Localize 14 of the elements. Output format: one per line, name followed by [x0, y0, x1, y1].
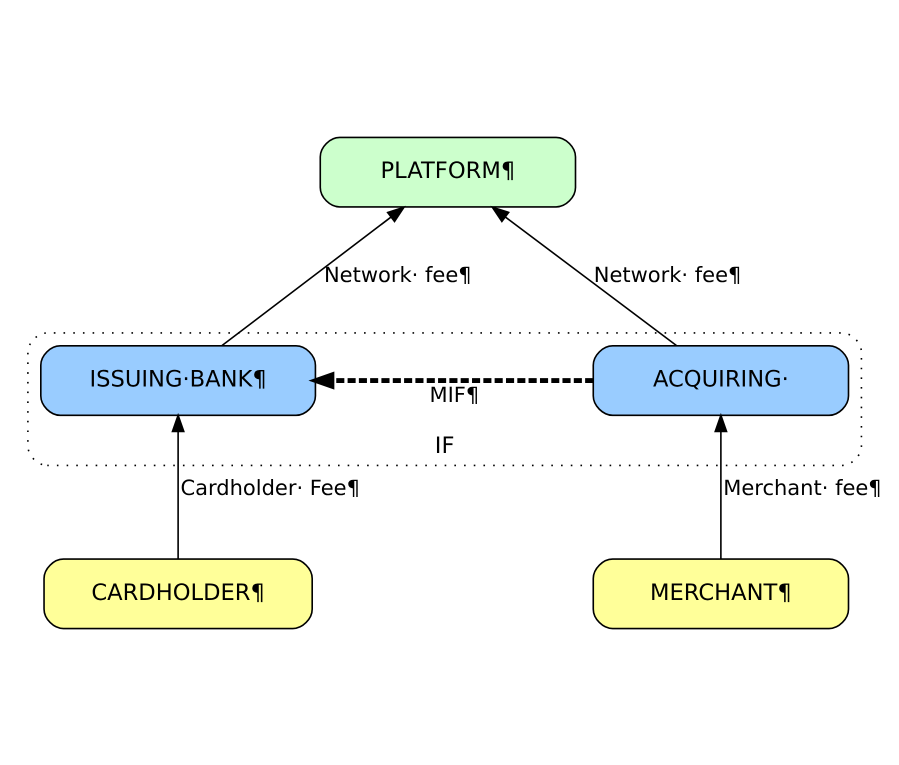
- arrow: [714, 412, 728, 558]
- node-box: ISSUING·BANK¶: [40, 344, 316, 416]
- node-box: MERCHANT¶: [592, 558, 850, 629]
- arrow: [171, 412, 185, 558]
- edge-label: Cardholder· Fee¶: [180, 476, 360, 500]
- edge-label: Network· fee¶: [324, 262, 472, 286]
- arrow: [490, 205, 677, 346]
- edge-label: Network· fee¶: [594, 262, 742, 286]
- node-box: PLATFORM¶: [319, 136, 576, 208]
- edge-label: MIF¶: [429, 382, 480, 407]
- arrow: [308, 371, 594, 390]
- node-box: ACQUIRING·: [592, 344, 850, 416]
- node-box: CARDHOLDER¶: [43, 558, 313, 629]
- edge-label: Merchant· fee¶: [723, 476, 882, 500]
